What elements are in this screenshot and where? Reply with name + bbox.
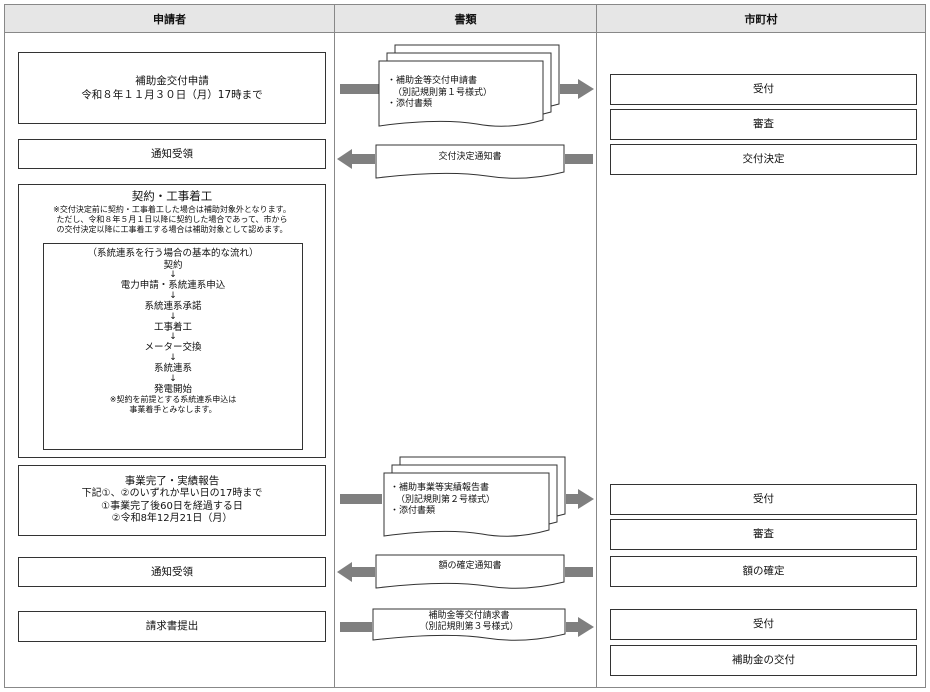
column-header-documents: 書類: [334, 4, 597, 33]
arrow-left-amount: [337, 562, 375, 582]
report-docs-line-2: （別記規則第２号様式）: [396, 494, 496, 505]
notice-receipt-label-1: 通知受領: [151, 147, 193, 160]
report-docs-line-3: ・添付書類: [390, 506, 436, 517]
flow-note-1: ※契約を前提とする系統連系申込は: [109, 395, 237, 405]
payment-label: 補助金の交付: [732, 654, 795, 667]
apply-box: 補助金交付申請 令和８年１１月３０日（月）17時まで: [18, 52, 326, 124]
grid-connection-flow-box: （系統連系を行う場合の基本的な流れ） 契約 ↓ 電力申請・系統連系申込 ↓ 系統…: [43, 243, 303, 450]
invoice-docs-line-1: 補助金等交付請求書: [428, 611, 510, 621]
report-line-3: ②令和8年12月21日（月）: [111, 513, 233, 525]
report-box: 事業完了・実績報告 下記①、②のいずれか早い日の17時まで ①事業完了後60日を…: [18, 465, 326, 536]
receive-box-2: 受付: [610, 484, 917, 515]
arrow-right-report: [566, 489, 594, 509]
arrow-shaft-invoice-left: [340, 622, 372, 632]
arrow-shaft-report-left: [340, 494, 382, 504]
arrow-shaft-decision-right: [565, 154, 593, 164]
flow-step: 系統連系: [153, 363, 192, 375]
apply-deadline: 令和８年１１月３０日（月）17時まで: [81, 89, 263, 101]
flow-step: 電力申請・系統連系申込: [120, 280, 226, 292]
application-docs-line-2: （別記規則第１号様式）: [393, 87, 493, 98]
column-header-applicant-label: 申請者: [153, 12, 186, 26]
arrow-right-invoice: [566, 617, 594, 637]
decision-notice-label: 交付決定通知書: [438, 152, 502, 162]
receive-label-3: 受付: [753, 618, 774, 631]
invoice-submit-label: 請求書提出: [145, 620, 199, 633]
decision-notice-text: 交付決定通知書: [375, 152, 565, 164]
application-docs-shape: [378, 44, 560, 127]
column-municipality: [596, 32, 926, 688]
review-label-2: 審査: [753, 528, 774, 541]
flow-note-2: 事業着手とみなします。: [129, 405, 217, 415]
contract-title: 契約・工事着工: [131, 189, 213, 203]
invoice-docs-text: 補助金等交付請求書 （別記規則第３号様式）: [372, 611, 566, 633]
contract-note-3: の交付決定以降に工事着工する場合は補助対象として認めます。: [56, 224, 288, 234]
contract-note-2: ただし、令和８年５月１日以降に契約した場合であって、市から: [56, 214, 288, 224]
decision-label: 交付決定: [742, 153, 785, 166]
arrow-left-decision: [337, 149, 375, 169]
invoice-docs-shape: [372, 608, 566, 641]
report-docs-text: ・補助事業等実績報告書 （別記規則第２号様式） ・添付書類: [390, 483, 495, 518]
flow-down-arrow: ↓: [169, 311, 177, 322]
amount-notice-text: 額の確定通知書: [375, 561, 565, 573]
flow-down-arrow: ↓: [169, 291, 177, 302]
report-line-2: ①事業完了後60日を経過する日: [101, 500, 243, 512]
apply-title: 補助金交付申請: [135, 74, 209, 87]
flow-down-arrow: ↓: [169, 373, 177, 384]
invoice-docs-line-2: （別記規則第３号様式）: [419, 621, 519, 632]
amount-notice-shape: [375, 554, 565, 589]
receive-box-3: 受付: [610, 609, 917, 640]
flow-step: 契約: [163, 259, 183, 271]
application-docs-line-1: ・補助金等交付申請書: [387, 76, 478, 86]
report-title: 事業完了・実績報告: [124, 475, 220, 488]
application-docs-text: ・補助金等交付申請書 （別記規則第１号様式） ・添付書類: [387, 76, 492, 111]
report-line-1: 下記①、②のいずれか早い日の17時まで: [81, 488, 263, 500]
report-docs-line-1: ・補助事業等実績報告書: [390, 483, 490, 493]
amount-fix-box: 額の確定: [610, 556, 917, 587]
column-header-documents-label: 書類: [454, 12, 477, 26]
application-docs-line-3: ・添付書類: [387, 99, 433, 110]
amount-fix-label: 額の確定: [742, 565, 785, 578]
receive-label-1: 受付: [753, 83, 774, 96]
contract-note-1: ※交付決定前に契約・工事着工した場合は補助対象外となります。: [53, 204, 291, 214]
flow-down-arrow: ↓: [169, 270, 177, 281]
receive-box-1: 受付: [610, 74, 917, 105]
arrow-shaft-amount-right: [565, 567, 593, 577]
review-box-1: 審査: [610, 109, 917, 140]
decision-box: 交付決定: [610, 144, 917, 175]
flow-step: 工事着工: [153, 321, 192, 333]
column-header-applicant: 申請者: [4, 4, 335, 33]
receive-label-2: 受付: [753, 493, 774, 506]
payment-box: 補助金の交付: [610, 645, 917, 676]
notice-receipt-label-2: 通知受領: [151, 565, 193, 578]
arrow-right-apply: [560, 79, 594, 99]
invoice-submit-box: 請求書提出: [18, 611, 326, 642]
flow-down-arrow: ↓: [169, 353, 177, 364]
notice-receipt-box-2: 通知受領: [18, 557, 326, 587]
arrow-shaft-apply-left: [340, 84, 382, 94]
decision-notice-shape: [375, 144, 565, 179]
amount-notice-label: 額の確定通知書: [438, 561, 502, 571]
review-label-1: 審査: [753, 118, 774, 131]
review-box-2: 審査: [610, 519, 917, 550]
flow-step: 発電開始: [153, 383, 192, 395]
flow-title: （系統連系を行う場合の基本的な流れ）: [87, 248, 259, 259]
flow-down-arrow: ↓: [169, 332, 177, 343]
column-header-municipality-label: 市町村: [744, 12, 778, 26]
flow-step: 系統連系承諾: [144, 301, 202, 313]
flow-step: メーター交換: [144, 342, 202, 354]
notice-receipt-box-1: 通知受領: [18, 139, 326, 169]
report-docs-shape: [383, 456, 566, 537]
column-header-municipality: 市町村: [596, 4, 926, 33]
